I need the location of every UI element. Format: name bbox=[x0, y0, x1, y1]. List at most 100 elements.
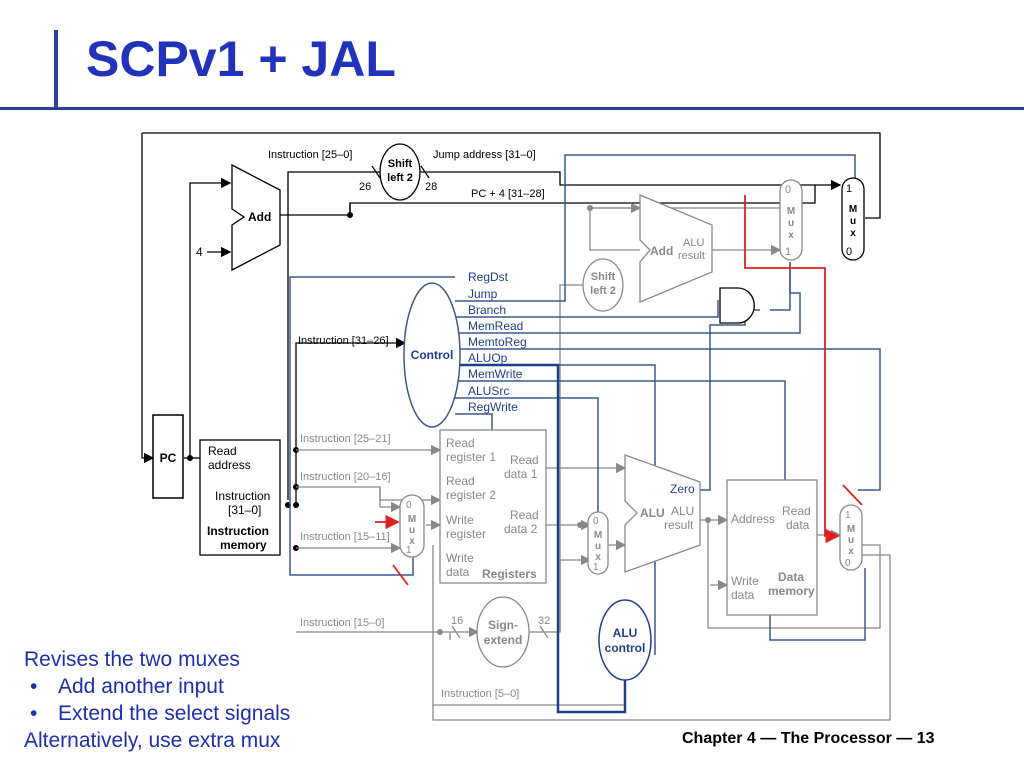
svg-text:Read: Read bbox=[510, 453, 539, 467]
data-memory bbox=[726, 479, 818, 616]
svg-text:0: 0 bbox=[845, 558, 851, 569]
svg-text:Read: Read bbox=[208, 444, 237, 458]
svg-text:M: M bbox=[787, 206, 795, 217]
svg-text:u: u bbox=[848, 535, 854, 546]
svg-text:result: result bbox=[664, 518, 694, 532]
svg-text:x: x bbox=[848, 546, 854, 557]
svg-text:1: 1 bbox=[785, 246, 791, 258]
svg-text:Jump: Jump bbox=[468, 287, 498, 301]
svg-text:data: data bbox=[786, 518, 810, 532]
svg-text:Instruction [15–11]: Instruction [15–11] bbox=[300, 531, 390, 543]
svg-text:Instruction [5–0]: Instruction [5–0] bbox=[441, 688, 519, 700]
svg-text:extend: extend bbox=[484, 633, 523, 647]
control-unit bbox=[403, 282, 461, 428]
branch-and-gate bbox=[719, 287, 755, 324]
svg-text:left 2: left 2 bbox=[387, 172, 413, 184]
svg-text:Branch: Branch bbox=[468, 303, 506, 317]
svg-text:28: 28 bbox=[425, 181, 437, 193]
svg-text:left 2: left 2 bbox=[590, 285, 616, 297]
svg-text:ALU: ALU bbox=[640, 506, 665, 520]
svg-text:Shift: Shift bbox=[591, 271, 616, 283]
svg-text:x: x bbox=[850, 228, 856, 239]
slide-footer: Chapter 4 — The Processor — 13 bbox=[682, 730, 935, 747]
svg-text:data: data bbox=[446, 565, 470, 579]
note-bullet-1: •Add another input bbox=[30, 675, 224, 698]
svg-text:u: u bbox=[595, 541, 601, 552]
svg-text:ALU: ALU bbox=[683, 237, 704, 249]
title-divider bbox=[0, 107, 1024, 110]
jump-shift-left-2 bbox=[379, 143, 421, 201]
svg-text:1: 1 bbox=[406, 545, 412, 556]
svg-text:M: M bbox=[594, 530, 602, 541]
svg-text:32: 32 bbox=[538, 615, 550, 627]
svg-text:Add: Add bbox=[650, 244, 673, 258]
svg-text:register: register bbox=[446, 527, 486, 541]
svg-text:Read: Read bbox=[782, 504, 811, 518]
svg-text:16: 16 bbox=[451, 615, 463, 627]
svg-text:memory: memory bbox=[768, 584, 815, 598]
svg-text:ALU: ALU bbox=[671, 504, 694, 518]
svg-text:result: result bbox=[678, 250, 705, 262]
alusrc-mux bbox=[587, 511, 609, 575]
svg-text:Jump address [31–0]: Jump address [31–0] bbox=[433, 149, 536, 161]
svg-text:4: 4 bbox=[196, 245, 203, 259]
pc-label: PC bbox=[160, 451, 177, 465]
svg-text:Instruction [31–26]: Instruction [31–26] bbox=[298, 335, 389, 347]
sign-extend bbox=[476, 596, 530, 668]
note-bullet-2: •Extend the select signals bbox=[30, 702, 291, 725]
regdst-mux bbox=[399, 494, 425, 558]
svg-text:Read: Read bbox=[510, 508, 539, 522]
svg-text:Sign-: Sign- bbox=[488, 618, 518, 632]
svg-text:x: x bbox=[409, 536, 415, 547]
svg-text:data 1: data 1 bbox=[504, 467, 538, 481]
svg-text:M: M bbox=[847, 524, 855, 535]
title-accent-bar bbox=[54, 30, 58, 110]
svg-text:1: 1 bbox=[846, 183, 852, 195]
svg-text:Zero: Zero bbox=[670, 482, 695, 496]
svg-text:ALUSrc: ALUSrc bbox=[468, 384, 509, 398]
svg-text:Instruction [25–21]: Instruction [25–21] bbox=[300, 433, 391, 445]
svg-text:0: 0 bbox=[846, 246, 852, 258]
svg-text:M: M bbox=[408, 514, 416, 525]
pc-adder bbox=[231, 163, 281, 272]
svg-text:Read: Read bbox=[446, 436, 475, 450]
register-file bbox=[439, 429, 547, 584]
svg-text:MemWrite: MemWrite bbox=[468, 367, 523, 381]
svg-text:Write: Write bbox=[446, 513, 474, 527]
branch-adder bbox=[639, 194, 713, 303]
svg-text:u: u bbox=[788, 218, 794, 229]
svg-text:Instruction [20–16]: Instruction [20–16] bbox=[300, 471, 391, 483]
svg-text:MemRead: MemRead bbox=[468, 319, 523, 333]
alu-control bbox=[598, 599, 652, 681]
svg-text:register 1: register 1 bbox=[446, 450, 496, 464]
svg-text:x: x bbox=[788, 230, 794, 241]
svg-text:x: x bbox=[595, 552, 601, 563]
svg-text:u: u bbox=[850, 216, 856, 227]
slide-title: SCPv1 + JAL bbox=[86, 31, 396, 87]
svg-text:ALU: ALU bbox=[613, 626, 638, 640]
svg-text:Data: Data bbox=[778, 570, 804, 584]
svg-text:0: 0 bbox=[406, 500, 412, 511]
svg-text:MemtoReg: MemtoReg bbox=[468, 335, 527, 349]
svg-text:Address: Address bbox=[731, 512, 775, 526]
slide-notes: Revises the two muxes •Add another input… bbox=[24, 646, 290, 754]
svg-text:0: 0 bbox=[785, 184, 791, 196]
svg-text:RegWrite: RegWrite bbox=[468, 400, 518, 414]
svg-text:Shift: Shift bbox=[388, 158, 413, 170]
svg-text:register 2: register 2 bbox=[446, 488, 496, 502]
jump-mux bbox=[841, 177, 865, 261]
svg-text:Add: Add bbox=[248, 210, 271, 224]
svg-text:Write: Write bbox=[731, 574, 759, 588]
note-line-1: Revises the two muxes bbox=[24, 648, 240, 671]
svg-text:memory: memory bbox=[220, 538, 267, 552]
svg-text:M: M bbox=[849, 204, 857, 215]
svg-text:Registers: Registers bbox=[482, 567, 537, 581]
svg-text:[31–0]: [31–0] bbox=[228, 503, 261, 517]
svg-text:1: 1 bbox=[593, 562, 599, 573]
instruction-memory bbox=[199, 439, 281, 556]
main-alu bbox=[624, 454, 701, 573]
svg-text:1: 1 bbox=[845, 510, 851, 521]
svg-text:address: address bbox=[208, 458, 251, 472]
svg-text:Control: Control bbox=[411, 348, 454, 362]
